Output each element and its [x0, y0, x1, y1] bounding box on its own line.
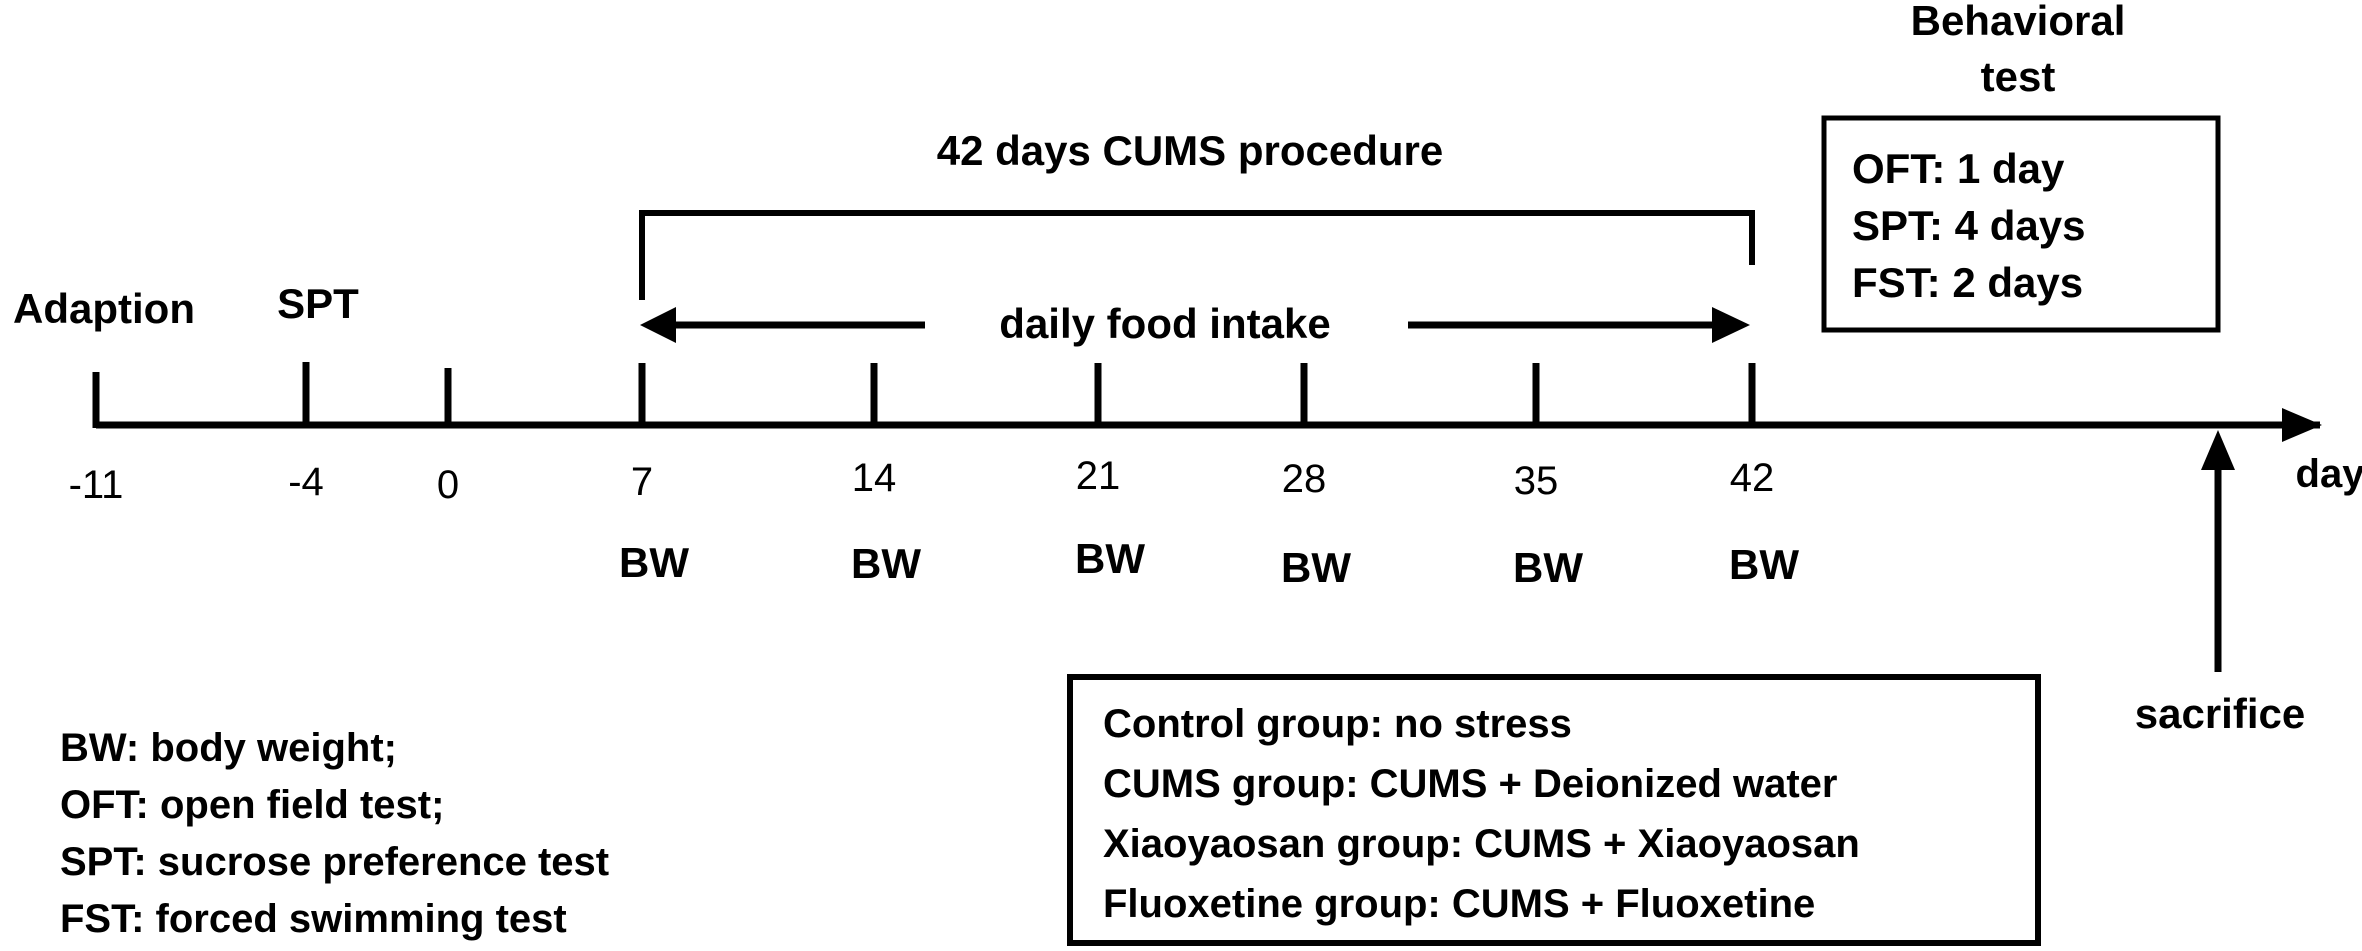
sacrifice-arrowhead: [2201, 430, 2235, 470]
bw-label: BW: [1075, 535, 1145, 582]
bw-labels: BW BW BW BW BW BW: [619, 535, 1799, 591]
group-item: Xiaoyaosan group: CUMS + Xiaoyaosan: [1103, 822, 1860, 866]
day-label: -4: [288, 460, 324, 504]
legend-item: FST: forced swimming test: [60, 897, 567, 941]
bw-label: BW: [619, 539, 689, 586]
timeline-ticks: [92, 362, 1756, 428]
sacrifice-label: sacrifice: [2135, 690, 2305, 737]
bw-label: BW: [1281, 544, 1351, 591]
group-item: Fluoxetine group: CUMS + Fluoxetine: [1103, 882, 1815, 926]
day-label: 35: [1514, 459, 1559, 503]
day-label: -11: [69, 463, 124, 507]
timeline-arrowhead: [2282, 408, 2322, 442]
group-item: CUMS group: CUMS + Deionized water: [1103, 762, 1838, 806]
bw-label: BW: [1513, 544, 1583, 591]
axis-unit-label: day: [2296, 452, 2362, 496]
day-label: 28: [1282, 457, 1327, 501]
legend-item: BW: body weight;: [60, 726, 397, 770]
food-intake-arrow-left-head: [640, 307, 676, 343]
cums-procedure-bracket: [639, 210, 1755, 300]
behavioral-test-heading-2: test: [1981, 53, 2056, 100]
day-label: 21: [1076, 454, 1121, 498]
legend-item: SPT: sucrose preference test: [60, 840, 609, 884]
cums-procedure-title: 42 days CUMS procedure: [937, 127, 1444, 174]
day-labels: -11 -4 0 7 14 21 28 35 42: [69, 454, 1775, 507]
behavioral-test-box: [1821, 115, 2221, 333]
adaption-label: Adaption: [13, 285, 195, 332]
day-label: 14: [852, 456, 897, 500]
day-label: 0: [437, 463, 459, 507]
behavioral-test-item: FST: 2 days: [1852, 259, 2083, 306]
legend-item: OFT: open field test;: [60, 783, 444, 827]
group-item: Control group: no stress: [1103, 702, 1572, 746]
day-label: 42: [1730, 456, 1775, 500]
spt-phase-label: SPT: [277, 280, 359, 327]
bw-label: BW: [851, 540, 921, 587]
food-intake-arrow-right-head: [1712, 307, 1750, 343]
day-label: 7: [631, 460, 653, 504]
behavioral-test-item: OFT: 1 day: [1852, 145, 2065, 192]
bw-label: BW: [1729, 541, 1799, 588]
food-intake-label: daily food intake: [999, 300, 1330, 347]
behavioral-test-item: SPT: 4 days: [1852, 202, 2085, 249]
groups-box: [1067, 674, 2041, 946]
behavioral-test-heading-1: Behavioral: [1911, 0, 2126, 44]
abbreviation-legend: BW: body weight; OFT: open field test; SPT…: [60, 726, 609, 941]
